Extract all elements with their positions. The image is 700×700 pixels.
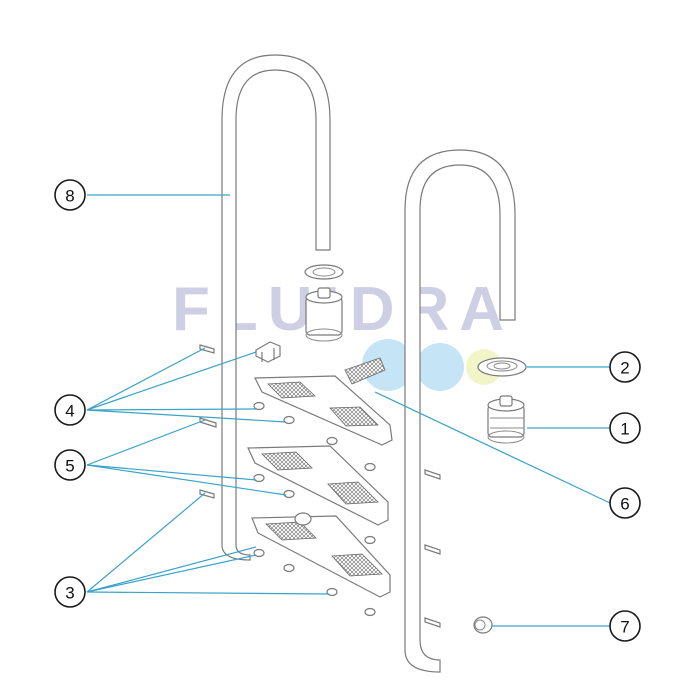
callout-6-number: 6 bbox=[620, 495, 629, 514]
callout-1-number: 1 bbox=[620, 420, 629, 439]
callout-2-number: 2 bbox=[620, 359, 629, 378]
watermark-drop-icon bbox=[362, 339, 414, 391]
watermark-drop-icon bbox=[416, 343, 464, 391]
callout-4: 4 bbox=[54, 394, 86, 426]
nuts-washers bbox=[253, 401, 376, 617]
callout-3-number: 3 bbox=[65, 584, 74, 603]
callout-5: 5 bbox=[54, 449, 86, 481]
callout-1: 1 bbox=[609, 412, 641, 444]
grip-pad bbox=[344, 357, 386, 385]
step-middle bbox=[247, 445, 389, 526]
callout-8: 8 bbox=[54, 179, 86, 211]
callout-7-number: 7 bbox=[620, 618, 629, 637]
callout-3: 3 bbox=[54, 576, 86, 608]
callout-4-number: 4 bbox=[65, 402, 74, 421]
bolts bbox=[199, 344, 441, 628]
end-cap bbox=[473, 616, 493, 634]
leader-lines bbox=[86, 194, 611, 627]
callout-7: 7 bbox=[609, 610, 641, 642]
left-handrail-tube bbox=[221, 54, 331, 561]
anchor-socket bbox=[487, 395, 525, 444]
callout-5-number: 5 bbox=[65, 457, 74, 476]
step-bottom bbox=[251, 515, 391, 598]
escutcheon-ring bbox=[477, 357, 527, 377]
callout-6: 6 bbox=[609, 487, 641, 519]
right-handrail-tube bbox=[404, 149, 516, 673]
upper-anchor-fitting bbox=[304, 264, 344, 342]
step-bracket-clip bbox=[255, 341, 281, 363]
step-top bbox=[254, 375, 393, 446]
callout-8-number: 8 bbox=[65, 187, 74, 206]
callout-2: 2 bbox=[609, 351, 641, 383]
